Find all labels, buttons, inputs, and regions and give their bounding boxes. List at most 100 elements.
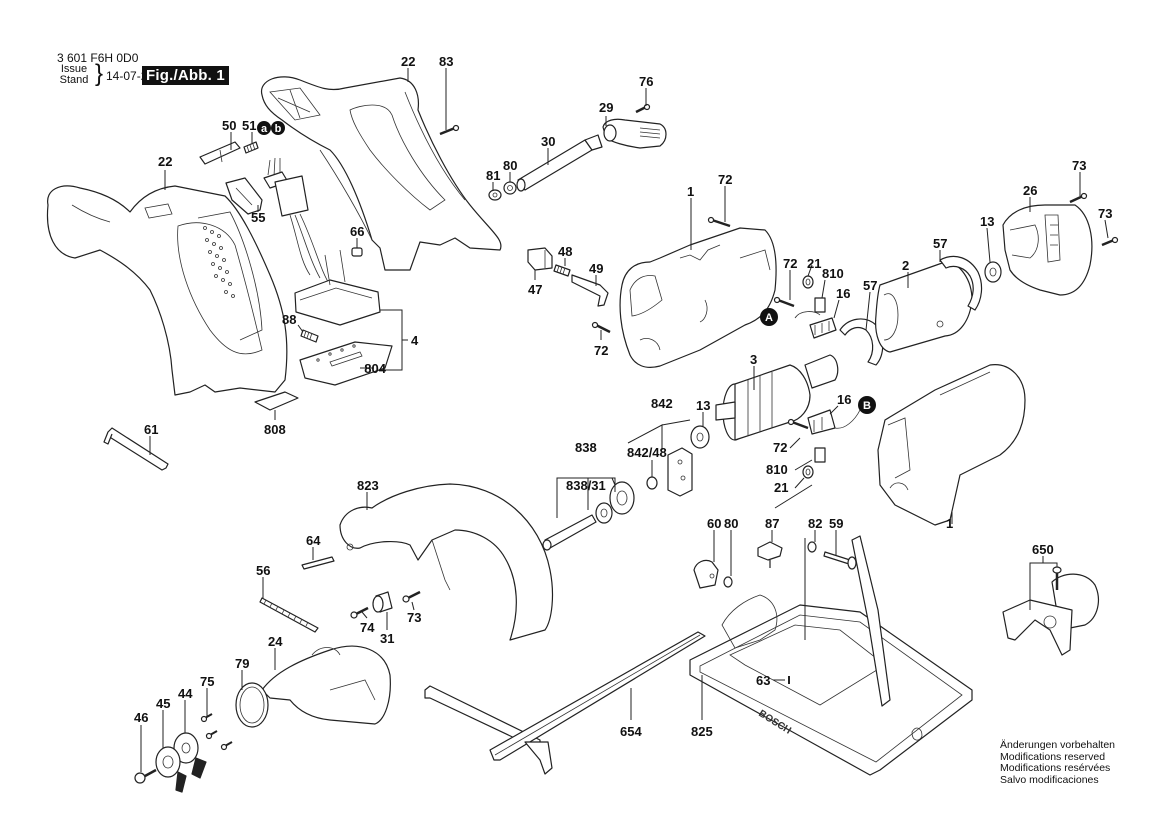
label-44[interactable]: 44 (178, 686, 193, 701)
label-57-right[interactable]: 57 (933, 236, 947, 251)
label-88[interactable]: 88 (282, 312, 296, 327)
label-51[interactable]: 51 (242, 118, 256, 133)
label-75[interactable]: 75 (200, 674, 214, 689)
bearing-13-mid[interactable] (690, 425, 710, 449)
label-48[interactable]: 48 (558, 244, 572, 259)
spring-51[interactable] (243, 141, 259, 154)
label-59[interactable]: 59 (829, 516, 843, 531)
shaft-30[interactable] (516, 134, 603, 192)
label-79[interactable]: 79 (235, 656, 249, 671)
label-45[interactable]: 45 (156, 696, 170, 711)
ring-79[interactable] (235, 682, 269, 728)
screw-76[interactable] (635, 103, 651, 114)
label-66[interactable]: 66 (350, 224, 364, 239)
adjustment-lever-29[interactable] (602, 118, 667, 149)
label-21-low[interactable]: 21 (774, 480, 788, 495)
battery-adapter-4[interactable] (294, 249, 381, 326)
label-87[interactable]: 87 (765, 516, 779, 531)
label-47[interactable]: 47 (528, 282, 542, 297)
motor-housing-1[interactable] (619, 227, 777, 368)
wing-nut-87[interactable] (757, 541, 783, 568)
label-650[interactable]: 650 (1032, 542, 1054, 557)
washer-80-low[interactable] (723, 576, 733, 588)
parallel-guide-654[interactable] (424, 631, 706, 775)
gear-838-31[interactable] (609, 481, 635, 515)
label-823[interactable]: 823 (357, 478, 379, 493)
allen-key-61[interactable] (103, 427, 169, 471)
ring-57-right[interactable] (939, 255, 983, 311)
handle-housing-right[interactable] (261, 76, 502, 271)
label-16-mid[interactable]: 16 (837, 392, 851, 407)
field-coil-2[interactable] (875, 261, 973, 353)
flange-44[interactable] (173, 732, 207, 779)
washer-80[interactable] (503, 181, 517, 195)
label-842[interactable]: 842 (651, 396, 673, 411)
lock-lever-50[interactable] (199, 141, 241, 165)
washer-82[interactable] (807, 541, 817, 553)
label-13-mid[interactable]: 13 (696, 398, 710, 413)
upper-blade-guard-823[interactable] (339, 483, 554, 641)
label-57-left[interactable]: 57 (863, 278, 877, 293)
screw-73-low[interactable] (402, 590, 421, 603)
spring-88[interactable] (300, 329, 319, 343)
label-60[interactable]: 60 (707, 516, 721, 531)
bearing-838[interactable] (595, 502, 613, 524)
label-72-top[interactable]: 72 (718, 172, 732, 187)
knob-60[interactable] (693, 559, 719, 589)
label-72-low[interactable]: 72 (773, 440, 787, 455)
screw-73-a[interactable] (1069, 192, 1088, 204)
label-72-mid[interactable]: 72 (594, 343, 608, 358)
label-72-motor[interactable]: 72 (783, 256, 797, 271)
label-73-b[interactable]: 73 (1098, 206, 1112, 221)
label-838[interactable]: 838 (575, 440, 597, 455)
screws-75[interactable] (200, 713, 233, 751)
label-49[interactable]: 49 (589, 261, 603, 276)
switch-assembly[interactable] (263, 157, 331, 286)
label-30[interactable]: 30 (541, 134, 555, 149)
label-22-left[interactable]: 22 (158, 154, 172, 169)
label-81[interactable]: 81 (486, 168, 500, 183)
lower-blade-guard-24[interactable] (261, 645, 391, 725)
label-16-top[interactable]: 16 (836, 286, 850, 301)
motor-housing-1-lower[interactable] (877, 364, 1026, 526)
bearing-13-right[interactable] (984, 261, 1002, 283)
pin-64[interactable] (301, 556, 335, 570)
label-810-top[interactable]: 810 (822, 266, 844, 281)
label-82[interactable]: 82 (808, 516, 822, 531)
switch-cover-55[interactable] (225, 177, 263, 215)
label-73-low[interactable]: 73 (407, 610, 421, 625)
label-56[interactable]: 56 (256, 563, 270, 578)
contact-plate-804[interactable] (299, 341, 393, 386)
screw-73-b[interactable] (1101, 236, 1119, 247)
label-1-low[interactable]: 1 (946, 516, 953, 531)
carbon-brush-810-low[interactable] (814, 447, 826, 463)
spindle-838[interactable] (542, 514, 597, 551)
bolt-46[interactable] (134, 768, 157, 784)
handle-housing-left[interactable] (46, 185, 288, 396)
label-3[interactable]: 3 (750, 352, 757, 367)
label-21-top[interactable]: 21 (807, 256, 821, 271)
washer-81[interactable] (488, 189, 502, 201)
brush-spring-21-low[interactable] (802, 465, 814, 479)
label-plate-808[interactable] (254, 391, 299, 411)
label-810-low[interactable]: 810 (766, 462, 788, 477)
bolt-59[interactable] (823, 551, 857, 570)
label-13-right[interactable]: 13 (980, 214, 994, 229)
screw-72-motor[interactable] (773, 296, 795, 308)
label-55[interactable]: 55 (251, 210, 265, 225)
label-61[interactable]: 61 (144, 422, 158, 437)
carbon-brush-810-top[interactable] (814, 297, 826, 313)
label-22-top[interactable]: 22 (401, 54, 415, 69)
label-73-a[interactable]: 73 (1072, 158, 1086, 173)
screw-72-mid[interactable] (591, 321, 611, 334)
latch-49[interactable] (571, 274, 609, 307)
label-1-top[interactable]: 1 (687, 184, 694, 199)
label-83[interactable]: 83 (439, 54, 453, 69)
screw-83[interactable] (439, 124, 460, 136)
label-804[interactable]: 804 (364, 361, 386, 376)
flange-45[interactable] (155, 746, 187, 793)
label-50[interactable]: 50 (222, 118, 236, 133)
label-4[interactable]: 4 (411, 333, 419, 348)
small-part-66[interactable] (351, 247, 363, 257)
label-31[interactable]: 31 (380, 631, 394, 646)
